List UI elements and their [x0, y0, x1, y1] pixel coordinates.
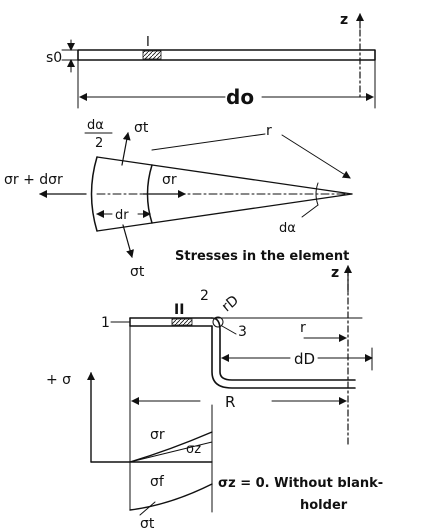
sigma-r-plus-label: σr + dσr	[4, 172, 63, 188]
dr-label: dr	[115, 208, 129, 223]
sector-lower-edge	[96, 193, 353, 232]
sigma-t-curve	[129, 483, 213, 511]
pt1-label: 1	[101, 315, 110, 331]
die-radius-circle	[212, 316, 224, 328]
sigma-t-bottom-arrow	[122, 224, 134, 258]
sigma-t-bottom-dist-label: σt	[140, 516, 155, 531]
sigma-t-top-arrow	[121, 132, 131, 166]
r-dim-right	[281, 134, 351, 179]
sigma-z-label: σz	[186, 442, 201, 457]
s0-label: s0	[46, 50, 62, 66]
blank-section: I s0 z do	[46, 12, 376, 109]
sector-upper-edge	[96, 156, 353, 195]
sigma-t-top-label: σt	[134, 120, 149, 136]
element-i-label: I	[146, 35, 150, 50]
half-angle-num: dα	[87, 118, 104, 133]
dD-label: dD	[294, 350, 315, 368]
element-outer-arc	[90, 156, 98, 232]
drawn-cup-section: 1 II 2 3 rD z r dD R + σ	[46, 265, 383, 531]
r-dim-left	[151, 133, 266, 151]
pt3-label: 3	[238, 324, 247, 340]
r-label: r	[266, 123, 272, 139]
sigma-t-bottom-label: σt	[130, 264, 145, 280]
element-ii-hatch	[171, 318, 193, 326]
half-angle-den: 2	[95, 136, 103, 151]
sigma-f-label: σf	[150, 474, 165, 490]
cup-inner-profile	[211, 325, 356, 389]
stress-element-section: σr + dσr σr σt dα 2 σt dr r dα Stresses …	[4, 118, 353, 280]
d-alpha-arc	[315, 182, 319, 206]
d-alpha-label: dα	[279, 221, 296, 236]
note-line-1: σz = 0. Without blank-	[218, 476, 383, 491]
d-alpha-leader	[301, 204, 319, 218]
R-label: R	[225, 393, 235, 411]
note-line-2: holder	[300, 498, 348, 513]
do-label: do	[226, 85, 254, 109]
pt2-label: 2	[200, 288, 209, 304]
sigma-t-leader	[139, 501, 156, 516]
element-i-hatch	[142, 50, 162, 60]
r-bottom-label: r	[300, 320, 306, 336]
rD-label: rD	[219, 292, 242, 315]
blank-plate	[77, 49, 376, 61]
sigma-r-label: σr	[162, 172, 177, 188]
pt3-leader	[221, 325, 237, 335]
element-ii-label: II	[174, 302, 184, 318]
stresses-caption: Stresses in the element	[175, 249, 349, 264]
bottom-z-label: z	[331, 265, 339, 281]
sigma-z-curve	[129, 441, 213, 463]
sigma-r-bottom-label: σr	[150, 427, 165, 443]
cup-outer-profile	[211, 317, 356, 381]
top-z-label: z	[340, 12, 348, 28]
plus-sigma-label: + σ	[46, 372, 71, 388]
